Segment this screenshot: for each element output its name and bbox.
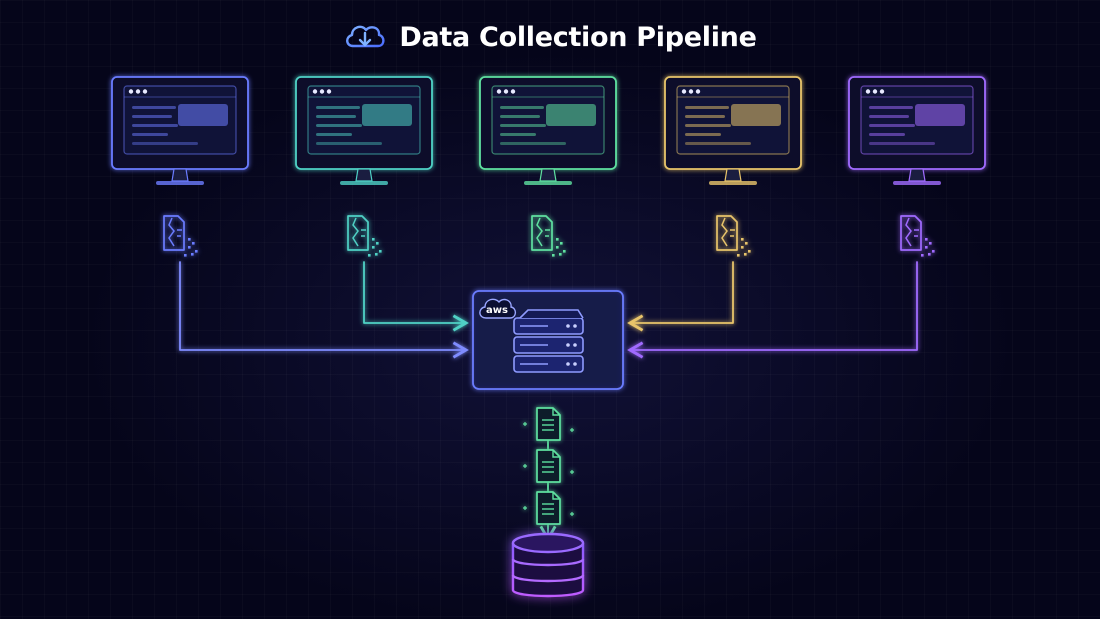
source-1-monitor-icon (111, 76, 249, 185)
source-1-scraper-icon (163, 215, 198, 257)
cloud-download-icon (346, 25, 385, 48)
page-title: Data Collection Pipeline (0, 14, 1100, 60)
output-document-icon (523, 449, 574, 483)
connector-lines (179, 261, 918, 542)
connector-source-2 (363, 261, 469, 332)
connector-source-4 (627, 261, 734, 332)
source-5-scraper-icon (900, 215, 935, 257)
database-icon (511, 532, 585, 598)
connector-source-1 (179, 261, 469, 359)
aws-badge: aws (479, 298, 517, 319)
connector-source-5 (627, 261, 918, 359)
source-4-monitor-icon (664, 76, 802, 185)
title-text: Data Collection Pipeline (399, 21, 757, 53)
source-3-scraper-icon (531, 215, 566, 257)
source-2-scraper-icon (347, 215, 382, 257)
source-5-monitor-icon (848, 76, 986, 185)
source-4-scraper-icon (716, 215, 751, 257)
server-rack-icon (513, 309, 584, 373)
source-3-monitor-icon (479, 76, 617, 185)
aws-label: aws (486, 305, 508, 316)
output-document-icon (523, 491, 574, 525)
output-document-icon (523, 407, 574, 441)
source-2-monitor-icon (295, 76, 433, 185)
server-box: aws (472, 290, 624, 390)
